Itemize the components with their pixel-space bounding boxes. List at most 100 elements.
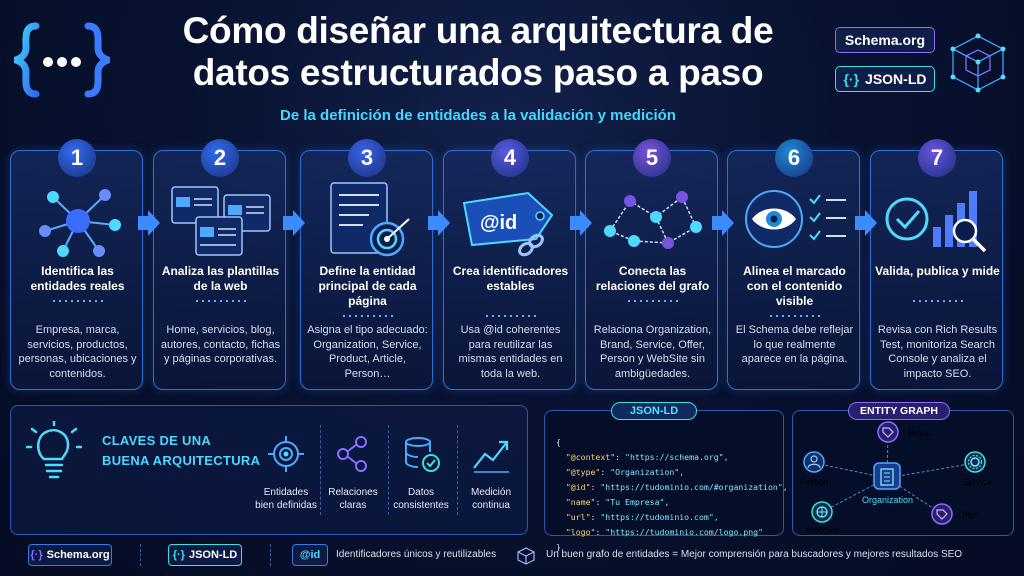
step-description: Asigna el tipo adecuado: Organization, S… [307,324,428,380]
brand-node [877,421,899,443]
footer-divider [140,544,141,566]
templates-icon [171,186,271,256]
cube-network-icon [950,33,1006,93]
offer-node [931,503,953,525]
clave-label: Medición continua [470,487,512,511]
step-number: 5 [633,139,671,177]
arrow-right-icon [570,210,592,236]
footer-divider [270,544,271,566]
entity-graph-badge: ENTITY GRAPH [848,402,950,420]
entity-graph: Brand Person Service WebSite Offer Organ… [800,421,992,535]
step-title: Valida, publica y mide [875,264,1000,278]
divider [388,425,389,515]
graph-label-person: Person [800,477,829,487]
graph-icon [604,191,702,249]
step-description: Home, servicios, blog, autores, contacto… [160,324,281,365]
arrow-right-icon [712,210,734,236]
step-number: 7 [918,139,956,177]
step-description: Revisa con Rich Results Test, monitoriza… [877,324,998,380]
code-line: "url": "https://tudominio.com", [565,512,719,522]
lightbulb-icon [26,421,82,479]
divider [457,425,458,515]
target-document-icon [330,182,410,257]
clave-label: Entidades bien definidas [255,487,317,511]
dotted-divider [341,315,394,317]
arrow-right-icon [283,210,305,236]
claves-panel [10,405,528,535]
graph-label-organization: Organization [862,495,913,505]
dotted-divider [768,315,821,317]
step-description: Empresa, marca, servicios, productos, pe… [18,324,137,380]
json-braces-icon: {·} [843,71,860,87]
json-braces-icon: {·} [30,549,43,561]
code-line: "@context": "https://schema.org", [565,452,729,462]
dotted-divider [194,300,247,302]
trend-icon [473,440,509,473]
id-tag-text: @id [480,212,517,234]
footer-id-text: Identificadores únicos y reutilizables [336,549,497,560]
json-ld-panel-badge: JSON-LD [611,402,697,420]
graph-label-service: Service [962,477,992,487]
step-description: Usa @id coherentes para reutilizar las m… [458,324,563,380]
json-ld-panel [544,410,784,536]
dotted-divider [911,300,964,302]
step-number: 1 [58,139,96,177]
json-braces-icon: {·} [172,549,185,561]
dotted-divider [626,300,679,302]
person-node [803,451,825,473]
clave-label: Relaciones claras [328,487,378,511]
json-braces-logo-icon [14,22,110,98]
graph-label-offer: Offer [958,510,978,520]
cube-icon [517,547,535,565]
code-line: "@type": "Organization", [565,467,685,477]
step-number: 2 [201,139,239,177]
step-number: 4 [491,139,529,177]
page-subtitle: De la definición de entidades a la valid… [280,107,676,124]
footer-json-badge: {·}JSON-LD [168,544,242,566]
code-line: "logo": "https://tudominio.com/logo.png" [565,527,764,537]
dotted-divider [51,300,104,302]
arrow-right-icon [138,210,160,236]
share-icon [337,436,367,472]
network-icon [39,189,121,257]
service-node [964,451,986,473]
code-line: "@id": "https://tudominio.com/#organizat… [565,482,788,492]
step-title: Define la entidad principal de cada pági… [318,264,417,308]
check-chart-icon [885,191,987,253]
website-node [811,501,833,523]
id-tag-icon: @id [462,191,554,257]
eye-checklist-icon [745,190,846,248]
json-ld-code: { "@context": "https://schema.org", "@ty… [556,437,788,552]
step-number: 6 [775,139,813,177]
clave-label: Datos consistentes [393,487,449,511]
step-description: El Schema debe reflejar lo que realmente… [735,324,854,365]
graph-label-brand: Brand [908,428,932,438]
json-ld-badge: {·}JSON-LD [835,66,935,92]
step-title: Crea identificadores estables [452,264,569,293]
step-title: Conecta las relaciones del grafo [595,264,710,293]
step-title: Analiza las plantillas de la web [161,264,280,293]
organization-node [873,462,901,490]
step-description: Relaciona Organization, Brand, Service, … [593,324,712,380]
footer-id-badge: @id [292,544,328,566]
divider [320,425,321,515]
footer-schema-badge: {·}Schema.org [28,544,112,566]
arrow-right-icon [428,210,450,236]
database-check-icon [405,437,440,472]
step-title: Alinea el marcado con el contenido visib… [743,264,846,308]
footer-summary-text: Un buen grafo de entidades = Mejor compr… [546,549,963,560]
code-line: "name": "Tu Empresa", [565,497,670,507]
step-number: 3 [348,139,386,177]
step-title: Identifica las entidades reales [30,264,125,293]
arrow-right-icon [855,210,877,236]
target-icon [268,436,304,472]
schema-org-badge: Schema.org [835,27,935,53]
dotted-divider [484,315,537,317]
